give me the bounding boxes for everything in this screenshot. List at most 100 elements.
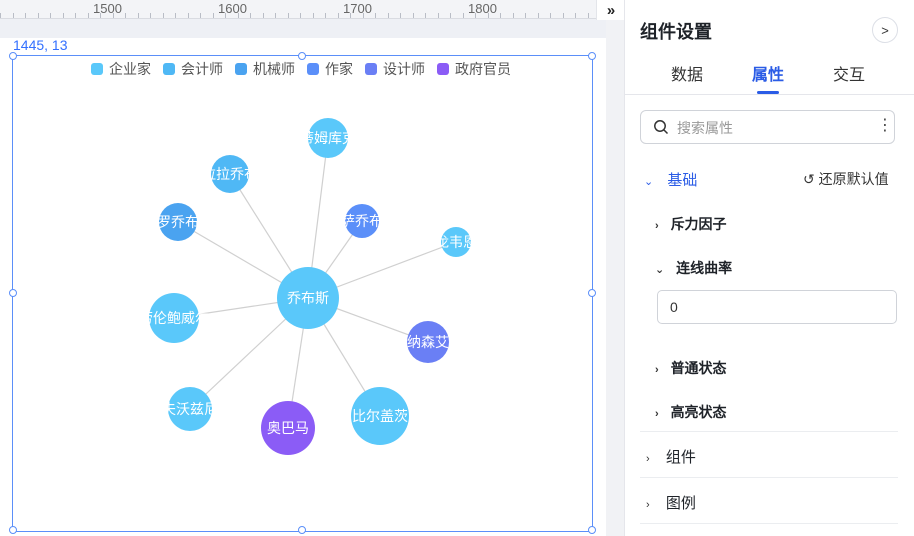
chevron-right-icon: > xyxy=(881,22,889,38)
panel-expand-button[interactable]: > xyxy=(872,17,898,43)
ruler-tick xyxy=(463,13,464,18)
ruler-tick xyxy=(375,13,376,18)
legend-label: 作家 xyxy=(325,61,353,77)
ruler-tick xyxy=(175,13,176,18)
section-legend[interactable]: › 图例 xyxy=(640,492,900,513)
ruler-tick xyxy=(500,13,501,18)
ruler-tick xyxy=(450,13,451,18)
ruler-tick xyxy=(25,13,26,18)
graph-node-label: 蒂姆库克 xyxy=(300,130,356,146)
legend-item[interactable]: 企业家 xyxy=(91,59,151,79)
graph-node-label: 比尔盖茨 xyxy=(352,408,408,424)
ruler-tick xyxy=(213,13,214,18)
resize-handle-bl[interactable] xyxy=(9,526,17,534)
graph-node-peer[interactable]: 乔纳森艾夫 xyxy=(393,321,463,363)
item-curvature[interactable]: ⌄ 连线曲率 xyxy=(655,258,732,278)
ruler-tick xyxy=(238,13,239,18)
graph-node-label: 奥巴马 xyxy=(267,420,309,436)
legend-swatch xyxy=(163,63,175,75)
ruler-label: 1700 xyxy=(343,1,372,16)
ruler-tick xyxy=(163,13,164,18)
graph-node-center[interactable]: 乔布斯 xyxy=(277,267,339,329)
legend-swatch xyxy=(235,63,247,75)
resize-handle-mr[interactable] xyxy=(588,289,596,297)
legend-label: 设计师 xyxy=(383,61,425,77)
property-search[interactable]: ⋮ xyxy=(640,110,895,145)
collapse-panel-button[interactable]: » xyxy=(596,0,624,20)
graph-node-peer[interactable]: 史蒂夫沃兹尼艾克 xyxy=(134,387,246,431)
graph-node-peer[interactable]: 保罗乔布斯 xyxy=(143,203,213,241)
ruler-tick xyxy=(363,13,364,18)
legend-item[interactable]: 机械师 xyxy=(235,59,295,79)
resize-handle-tm[interactable] xyxy=(298,52,306,60)
legend-swatch xyxy=(307,63,319,75)
ruler-tick xyxy=(400,13,401,18)
legend-item[interactable]: 作家 xyxy=(307,59,353,79)
section-legend-label: 图例 xyxy=(665,495,696,512)
ruler-tick xyxy=(550,13,551,18)
ruler-tick xyxy=(113,13,114,18)
ruler-label: 1800 xyxy=(468,1,497,16)
ruler-tick xyxy=(588,13,589,18)
graph-node-peer[interactable]: 奥巴马 xyxy=(261,401,315,455)
reset-default-button[interactable]: ↺ 还原默认值 xyxy=(803,169,889,189)
resize-handle-tl[interactable] xyxy=(9,52,17,60)
ruler-tick xyxy=(250,13,251,18)
graph-node-circle xyxy=(277,267,339,329)
resize-handle-br[interactable] xyxy=(588,526,596,534)
more-options-icon[interactable]: ⋮ xyxy=(877,117,893,134)
legend-item[interactable]: 会计师 xyxy=(163,59,223,79)
chevron-down-icon: ⌄ xyxy=(644,176,654,188)
graph-node-peer[interactable]: 克拉拉乔布斯 xyxy=(188,155,272,193)
ruler-tick xyxy=(13,13,14,18)
graph-node-circle xyxy=(345,204,379,238)
item-highlight-state[interactable]: › 高亮状态 xyxy=(655,402,727,422)
ruler-tick xyxy=(325,13,326,18)
tab-interaction[interactable]: 交互 xyxy=(833,67,866,84)
graph-node-peer[interactable]: 劳伦鲍威尔 xyxy=(139,293,209,343)
chart-legend: 企业家会计师 机械师 作家 设计师政府官员 xyxy=(91,59,523,79)
item-repulsion[interactable]: › 斥力因子 xyxy=(655,214,727,234)
search-input[interactable] xyxy=(675,111,869,145)
ruler-label: 1600 xyxy=(218,1,247,16)
legend-item[interactable]: 设计师 xyxy=(365,59,425,79)
graph-node-peer[interactable]: 龙韦恩 xyxy=(435,227,477,257)
ruler-label: 1500 xyxy=(93,1,122,16)
graph-node-peer[interactable]: 蒂姆库克 xyxy=(300,118,356,158)
ruler-tick xyxy=(0,13,1,18)
ruler-tick xyxy=(138,13,139,18)
item-normal-state[interactable]: › 普通状态 xyxy=(655,358,727,378)
curvature-input[interactable] xyxy=(657,290,897,324)
resize-handle-tr[interactable] xyxy=(588,52,596,60)
tab-properties[interactable]: 属性 xyxy=(752,67,785,84)
ruler-tick xyxy=(38,13,39,18)
ruler-tick xyxy=(275,13,276,18)
resize-handle-bm[interactable] xyxy=(298,526,306,534)
ruler-tick xyxy=(313,13,314,18)
graph-node-label: 劳伦鲍威尔 xyxy=(139,310,209,326)
ruler-tick xyxy=(88,13,89,18)
chevron-right-icon: › xyxy=(646,453,650,465)
legend-label: 机械师 xyxy=(253,61,295,77)
item-repulsion-label: 斥力因子 xyxy=(670,216,727,232)
graph-node-label: 丽萨乔布斯 xyxy=(327,213,397,229)
graph-node-circle xyxy=(168,387,212,431)
search-icon xyxy=(654,120,669,135)
ruler-tick xyxy=(263,13,264,18)
tab-data[interactable]: 数据 xyxy=(671,67,704,84)
resize-handle-ml[interactable] xyxy=(9,289,17,297)
graph-node-peer[interactable]: 丽萨乔布斯 xyxy=(327,204,397,238)
legend-item[interactable]: 政府官员 xyxy=(437,59,511,79)
section-basic[interactable]: ⌄ 基础 ↺ 还原默认值 xyxy=(640,169,900,190)
section-component[interactable]: › 组件 xyxy=(640,446,900,467)
chevron-right-icon: › xyxy=(655,220,659,232)
ruler-tick xyxy=(425,13,426,18)
chevron-right-icon: › xyxy=(655,364,659,376)
component-settings-panel: 组件设置 > 数据 属性 交互 ⋮ ⌄ 基础 ↺ 还原默认值 › 斥力因子 ⌄ … xyxy=(624,0,914,536)
divider xyxy=(640,523,898,524)
graph-node-peer[interactable]: 比尔盖茨 xyxy=(351,387,409,445)
ruler-tick xyxy=(513,13,514,18)
reset-default-label: 还原默认值 xyxy=(818,171,889,187)
